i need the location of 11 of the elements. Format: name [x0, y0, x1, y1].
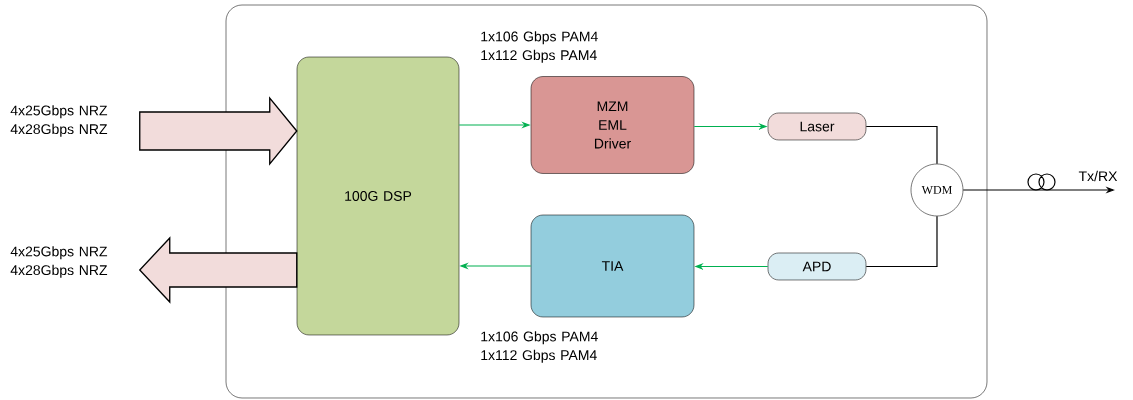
signal-label: 1x106 Gbps PAM4 1x112 Gbps PAM4: [481, 31, 598, 63]
signal-label: 1x106 Gbps PAM4 1x112 Gbps PAM4: [481, 331, 598, 363]
process-box: TIA: [530, 214, 695, 318]
process-box: MZM EML Driver: [530, 76, 695, 174]
component-box: Laser: [767, 112, 867, 141]
block-arrow: [138, 236, 298, 304]
edge-label: Tx/RX: [1078, 170, 1118, 182]
signal-label: 4x25Gbps NRZ 4x28Gbps NRZ: [10, 105, 108, 137]
process-box: 100G DSP: [296, 56, 460, 336]
component-box: APD: [767, 252, 867, 281]
signal-label: 4x25Gbps NRZ 4x28Gbps NRZ: [10, 246, 108, 278]
